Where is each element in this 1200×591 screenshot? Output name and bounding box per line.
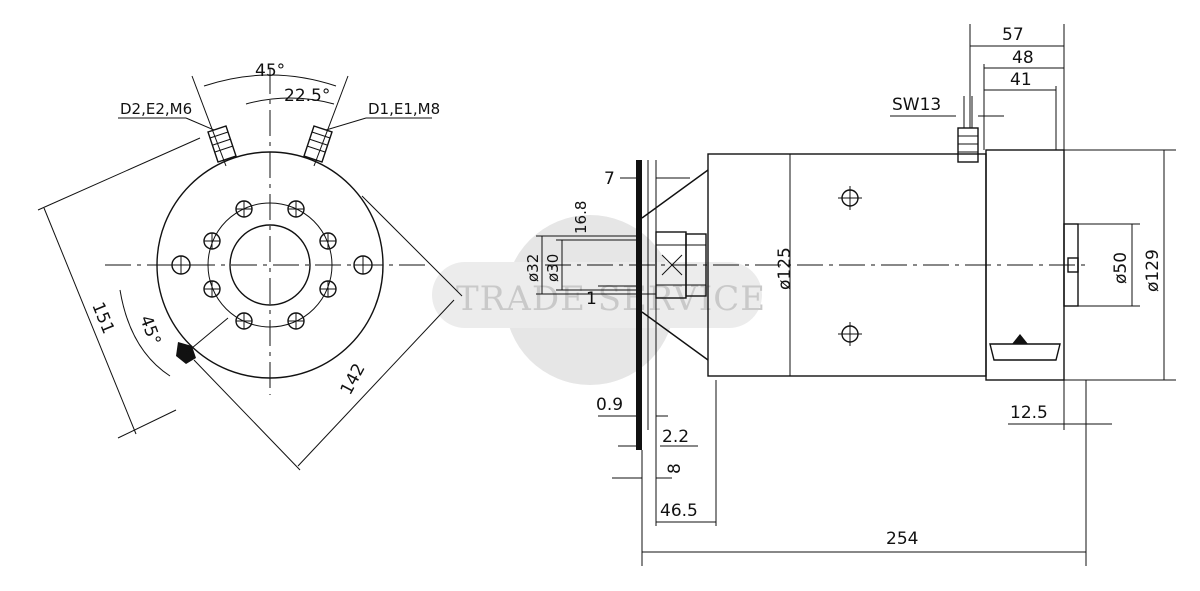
front-bearing-housing [641,169,709,361]
body-screws [838,186,862,346]
angle-arc-22-5 [245,97,335,105]
mounting-flange [636,160,642,450]
dim-d129-label: ø129 [1143,249,1163,292]
dim-41-label: 41 [1010,70,1032,90]
dim-2-2-label: 2.2 [662,427,689,447]
terminal-right-label: D1,E1,M8 [368,100,440,118]
dim-46-5-label: 46.5 [660,501,698,521]
end-view-bolts [171,200,373,330]
dim-151-line [43,207,137,435]
dim-142-label: 142 [337,360,370,398]
dim-48-label: 48 [1012,48,1034,68]
angle-22-5-label: 22.5° [284,86,330,106]
angle-45-label: 45° [255,61,285,81]
dim-1-label: 1 [586,289,597,309]
dim-d32-label: ø32 [524,254,542,282]
end-view-bolt-circle [207,202,333,328]
dim-16-8-label: 16.8 [572,201,590,234]
end-view: D2,E2,M6 D1,E1,M8 45° 22.5° 45° 151 142 [37,61,463,471]
dim-d50-label: ø50 [1111,252,1131,284]
terminal-left-label: D2,E2,M6 [120,100,192,118]
watermark-text: TRADE SERVICE [456,279,766,319]
dim-12-5-label: 12.5 [1010,403,1048,423]
end-view-lower-stud [176,317,229,364]
wrench-size-label: SW13 [892,95,941,115]
angle-arc-lower [119,289,171,377]
end-view-terminal-left [191,75,237,167]
end-view-shaft-hole [229,224,311,306]
dim-254-label: 254 [886,529,918,549]
top-terminal-stud [957,96,979,163]
dim-0-9-label: 0.9 [596,395,623,415]
angle-arc-45 [203,74,337,87]
dim-151-label: 151 [87,299,118,337]
watermark-band [432,262,762,328]
brush-cover [989,343,1061,361]
dim-142-line [297,299,455,467]
end-view-housing-circle [156,151,384,379]
dim-8-label: 8 [665,463,685,474]
dim-7-label: 7 [604,169,615,189]
side-view: 57 48 41 SW13 7 16.8 ø32 ø30 1 ø125 ø50 [524,24,1176,566]
dim-d125-label: ø125 [775,247,795,290]
angle-lower-label: 45° [135,313,164,348]
dim-57-label: 57 [1002,25,1024,45]
dim-d30-label: ø30 [544,254,562,282]
